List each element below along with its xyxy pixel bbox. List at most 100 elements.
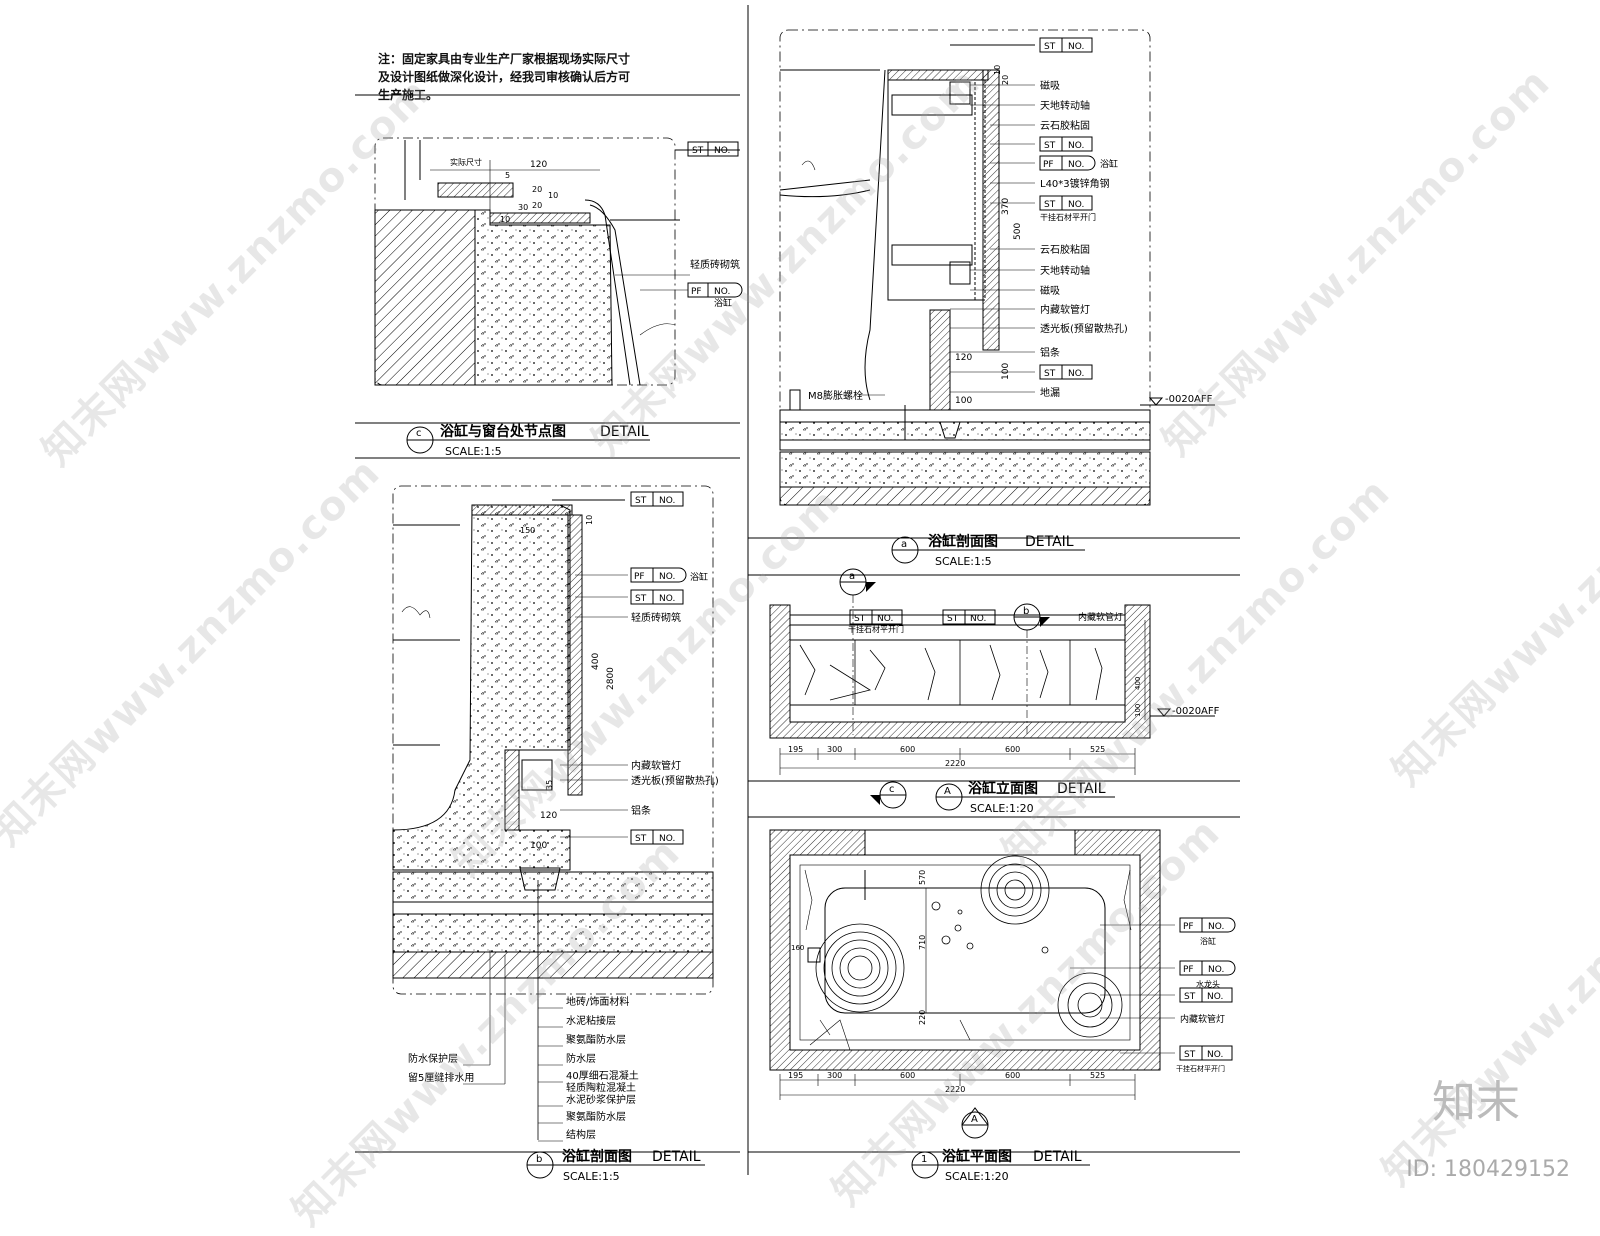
dim: 100 [1001,363,1011,380]
dim: 710 [918,935,927,950]
callout-label: 铝条 [1040,346,1060,359]
section-mark: a [849,571,855,582]
layer-label: 留5厘缝排水用 [408,1071,474,1084]
detail-a-texts: 磁吸 天地转动轴 云石胶粘固 浴缸 L40*3镀锌角钢 干挂石材平开门 云石胶粘… [808,65,1215,406]
dim: 400 [591,653,601,670]
tag-st: ST [635,834,647,844]
tag-no: NO. [714,287,730,297]
tag-no: NO. [714,146,730,156]
detail-mark: c [416,428,422,439]
cad-drawing: 实际尺寸 120 5 20 20 30 10 10 轻质砖砌筑 浴缸 ST NO… [355,5,1240,1183]
detail-a-tags: ST NO. ST NO. PF NO. ST NO. ST NO. [860,37,1096,396]
tag-no: NO. [877,614,893,624]
dim: 100 [1134,704,1142,717]
dim: 300 [827,1071,842,1080]
dim: 10 [548,191,558,200]
tag-st: ST [1044,200,1056,210]
detail-word: DETAIL [1033,1149,1082,1165]
tag-pf: PF [691,287,702,297]
tag-no: NO. [1207,992,1223,1002]
tag-st: ST [1044,42,1056,52]
elevation-a-drawing [769,604,1215,775]
layer-label: 水泥粘接层 [566,1014,616,1027]
detail-title: 浴缸立面图 [968,780,1038,797]
layer-label: 轻质陶粒混凝土 [566,1081,636,1094]
detail-scale: SCALE:1:20 [970,802,1034,815]
detail-b-texts: 轻质砖砌筑 内藏软管灯 透光板(预留散热孔) 铝条 150 400 2800 1… [408,515,719,1142]
dim: 600 [900,1071,915,1080]
dim: 10 [500,215,510,224]
tag-no: NO. [1068,160,1084,170]
dim: 100 [955,396,972,406]
layer-label: 防水层 [566,1052,596,1065]
general-note: 注：固定家具由专业生产厂家根据现场实际尺寸及设计图纸做深化设计，经我司审核确认后… [378,52,631,102]
detail-mark: a [901,539,907,550]
layer-label: 40厚细石混凝土 [566,1069,639,1082]
callout-label: 干挂石材平开门 [1176,1064,1225,1073]
dim: 2800 [606,667,616,690]
tag-pf: PF [1183,922,1194,932]
elevation-section-marks: a b c [839,568,1050,809]
detail-word: DETAIL [1025,534,1074,550]
elevation-a-title: A 浴缸立面图 DETAIL SCALE:1:20 [935,780,1115,815]
dim: 120 [530,160,547,170]
callout-label: 浴缸 [1200,936,1216,946]
detail-word: DETAIL [652,1149,701,1165]
layer-label: 聚氨酯防水层 [566,1033,626,1046]
detail-a-drawing [779,29,1151,506]
layer-label: 水泥砂浆保护层 [566,1093,636,1106]
dim: 195 [788,1071,803,1080]
tag-no: NO. [1208,922,1224,932]
dim: 120 [540,811,557,821]
section-mark: c [889,784,895,795]
plan-title: 1 浴缸平面图 DETAIL SCALE:1:20 [911,1148,1090,1183]
tag-no: NO. [970,614,986,624]
tag-no: NO. [659,572,675,582]
tag-st: ST [635,496,647,506]
detail-title: 浴缸与窗台处节点图 [440,423,566,440]
callout-label: 天地转动轴 [1040,99,1090,112]
detail-b-drawing [392,485,714,1140]
tag-no: NO. [659,834,675,844]
dim: 10 [585,515,594,525]
tag-st: ST [854,614,866,624]
dim: 35 [545,780,554,790]
callout-label: 透光板(预留散热孔) [1040,322,1128,335]
detail-mark: 1 [921,1154,927,1165]
detail-scale: SCALE:1:20 [945,1170,1009,1183]
detail-mark: b [536,1154,542,1165]
callout-label: 水龙头 [1196,979,1220,989]
detail-word: DETAIL [1057,781,1106,797]
tag-no: NO. [1068,141,1084,151]
callout-label: 内藏软管灯 [1180,1013,1225,1025]
layer-label: 地砖/饰面材料 [566,995,629,1008]
dim: 120 [955,353,972,363]
dim: 525 [1090,1071,1105,1080]
dim: 20 [532,201,542,210]
callout-label: L40*3镀锌角钢 [1040,177,1110,190]
dim: 570 [918,870,927,885]
dim: 100 [530,841,547,851]
tag-st: ST [692,146,704,156]
callout-label: 云石胶粘固 [1040,119,1090,132]
tag-no: NO. [1208,965,1224,975]
callout-label: 浴缸 [1100,158,1118,170]
callout-label: 铝条 [631,804,651,817]
callout-label: M8膨胀螺栓 [808,389,863,402]
elevation-a-texts: 195 300 600 600 525 2220 400 100 -0020AF… [788,609,1220,768]
layer-label: 结构层 [566,1128,596,1141]
dim: 20 [1001,75,1010,85]
plan-drawing [769,829,1175,1100]
detail-c-title: c 浴缸与窗台处节点图 DETAIL SCALE:1:5 [406,423,650,458]
callout-label: 云石胶粘固 [1040,243,1090,256]
callout-label: 磁吸 [1040,284,1060,297]
dim: 2220 [945,1085,965,1094]
dim-label: 实际尺寸 [450,157,482,167]
callout-label: 浴缸 [690,571,708,583]
image-id: ID: 180429152 [1406,1157,1570,1182]
detail-title: 浴缸剖面图 [562,1148,632,1165]
plan-section-mark-A: A [961,1107,989,1139]
callout-label: 内藏软管灯 [1078,611,1123,623]
tag-no: NO. [1068,200,1084,210]
callout-label: 地漏 [1040,386,1060,399]
